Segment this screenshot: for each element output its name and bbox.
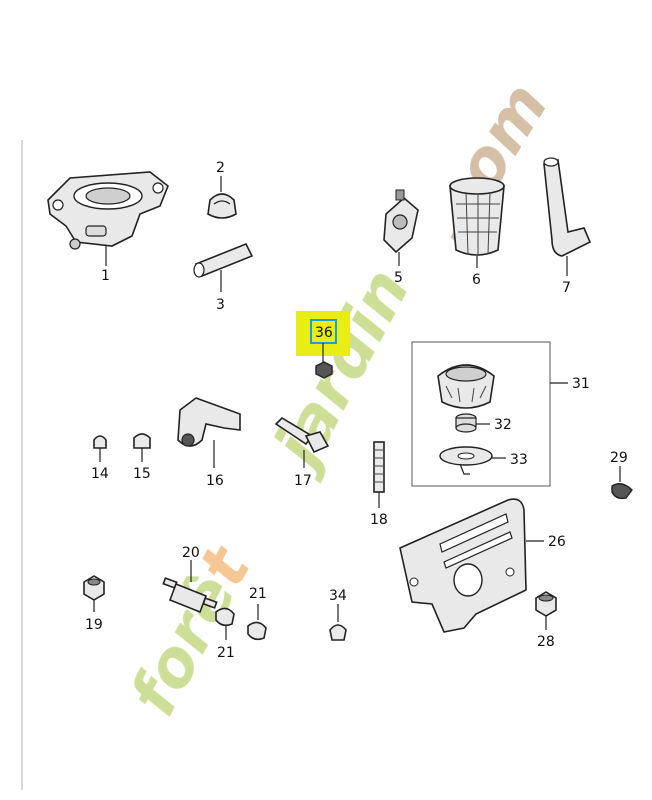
callout-20: 20 [182,545,200,561]
callout-5: 5 [394,270,403,286]
callout-14: 14 [91,466,109,482]
callout-28: 28 [537,634,555,650]
part-33-tether[interactable] [439,446,493,475]
watermark-jardin: jardin [257,257,425,485]
callout-17: 17 [294,473,312,489]
callout-16: 16 [206,473,224,489]
callout-15: 15 [133,466,151,482]
part-21-clamp-a[interactable] [215,607,235,627]
callout-33: 33 [510,452,528,468]
part-34-clip[interactable] [329,624,347,641]
callout-36: 36 [315,325,333,341]
group-31-frame [411,341,551,487]
callout-1: 1 [101,268,110,284]
part-29-key[interactable] [611,483,633,500]
watermark-foret: forêt [117,534,267,727]
callout-18: 18 [370,512,388,528]
part-26-plate[interactable] [399,498,527,633]
callout-19: 19 [85,617,103,633]
callout-7: 7 [562,280,571,296]
callout-21b: 21 [249,586,267,602]
part-20-fuel-filter[interactable] [162,577,218,614]
callout-34: 34 [329,588,347,604]
part-31-fuel-cap[interactable] [437,364,495,409]
part-17-bolt[interactable] [274,416,330,454]
callout-32: 32 [494,417,512,433]
callout-2: 2 [216,160,225,176]
part-19-nut[interactable] [83,575,105,601]
callout-6: 6 [472,272,481,288]
callout-3: 3 [216,297,225,313]
part-28-nut[interactable] [535,591,557,617]
part-16-t-handle[interactable] [177,397,241,447]
part-18-stud[interactable] [373,441,385,493]
part-36-nut[interactable] [315,361,333,379]
part-2-clip[interactable] [207,193,237,219]
part-3-fuel-tube[interactable] [193,242,254,278]
callout-21a: 21 [217,645,235,661]
part-15-clip[interactable] [133,433,151,449]
callout-31: 31 [572,376,590,392]
part-7-hose[interactable] [543,157,592,257]
callout-29: 29 [610,450,628,466]
part-14-clip[interactable] [93,435,107,449]
part-21-clamp-b[interactable] [247,621,267,641]
part-1-fuel-pump[interactable] [47,171,169,250]
part-32-gasket[interactable] [455,413,477,433]
part-5-fuel-cock[interactable] [383,189,419,254]
callout-26: 26 [548,534,566,550]
part-6-strainer[interactable] [449,177,505,256]
